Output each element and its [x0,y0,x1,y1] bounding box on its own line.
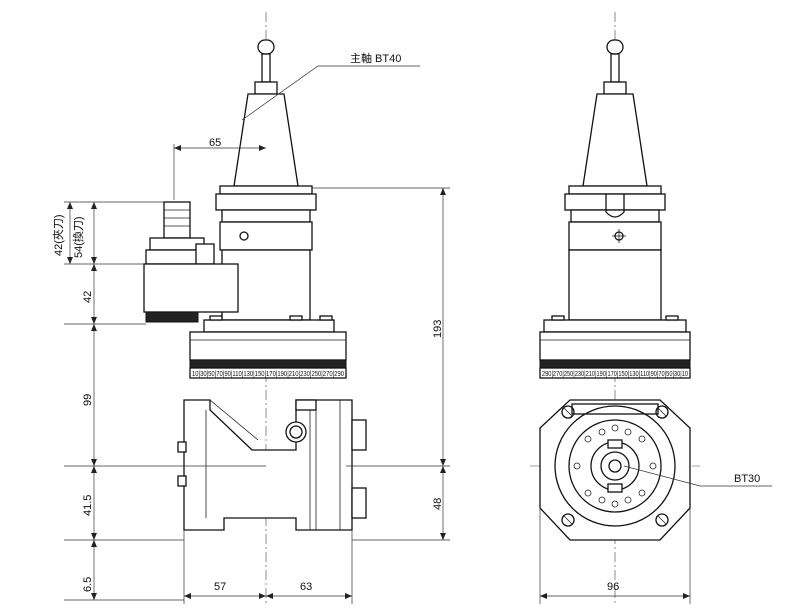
dim-54-change: 54(換刀) [72,216,85,258]
dim-41-5: 41.5 [82,495,94,516]
side-dimensions: 65 193 48 42(夾刀) 54(換刀) 42 99 [52,51,450,604]
dim-96: 96 [607,581,619,593]
front-plate [543,315,687,333]
front-pull-stud [603,39,627,95]
dim-99: 99 [82,394,94,406]
side-plate [203,315,335,333]
dim-57: 57 [214,581,226,593]
side-scale-text: 10|30|50|70|90|110|130|150|170|190|210|2… [192,371,344,378]
dim-6-5: 6.5 [82,577,94,592]
front-graduated-ring: 290|270|250|230|210|190|170|150|130|110|… [539,331,691,379]
side-pull-stud [254,39,278,95]
dim-48: 48 [432,498,444,510]
front-scale-text: 290|270|250|230|210|190|170|150|130|110|… [542,371,688,378]
front-flange [564,185,666,251]
dim-63: 63 [300,581,312,593]
side-graduated-ring: 10|30|50|70|90|110|130|150|170|190|210|2… [189,331,347,379]
front-view: 290|270|250|230|210|190|170|150|130|110|… [530,12,772,604]
front-taper [582,93,648,187]
side-view: 10|30|50|70|90|110|130|150|170|190|210|2… [52,12,450,604]
label-spindle-bt40: 主軸 BT40 [350,51,401,65]
front-head-face [539,399,691,541]
side-angle-head [177,399,367,531]
side-stop-block [143,201,239,323]
label-bt30: BT30 [734,473,760,485]
dim-65: 65 [209,137,221,149]
dim-42-clamp: 42(夾刀) [52,214,65,256]
dim-193: 193 [432,320,444,338]
side-flange [215,185,317,251]
side-taper [233,93,299,187]
dim-42: 42 [82,291,94,303]
front-housing [568,249,662,321]
front-dimensions: 96 BT30 [539,465,772,604]
